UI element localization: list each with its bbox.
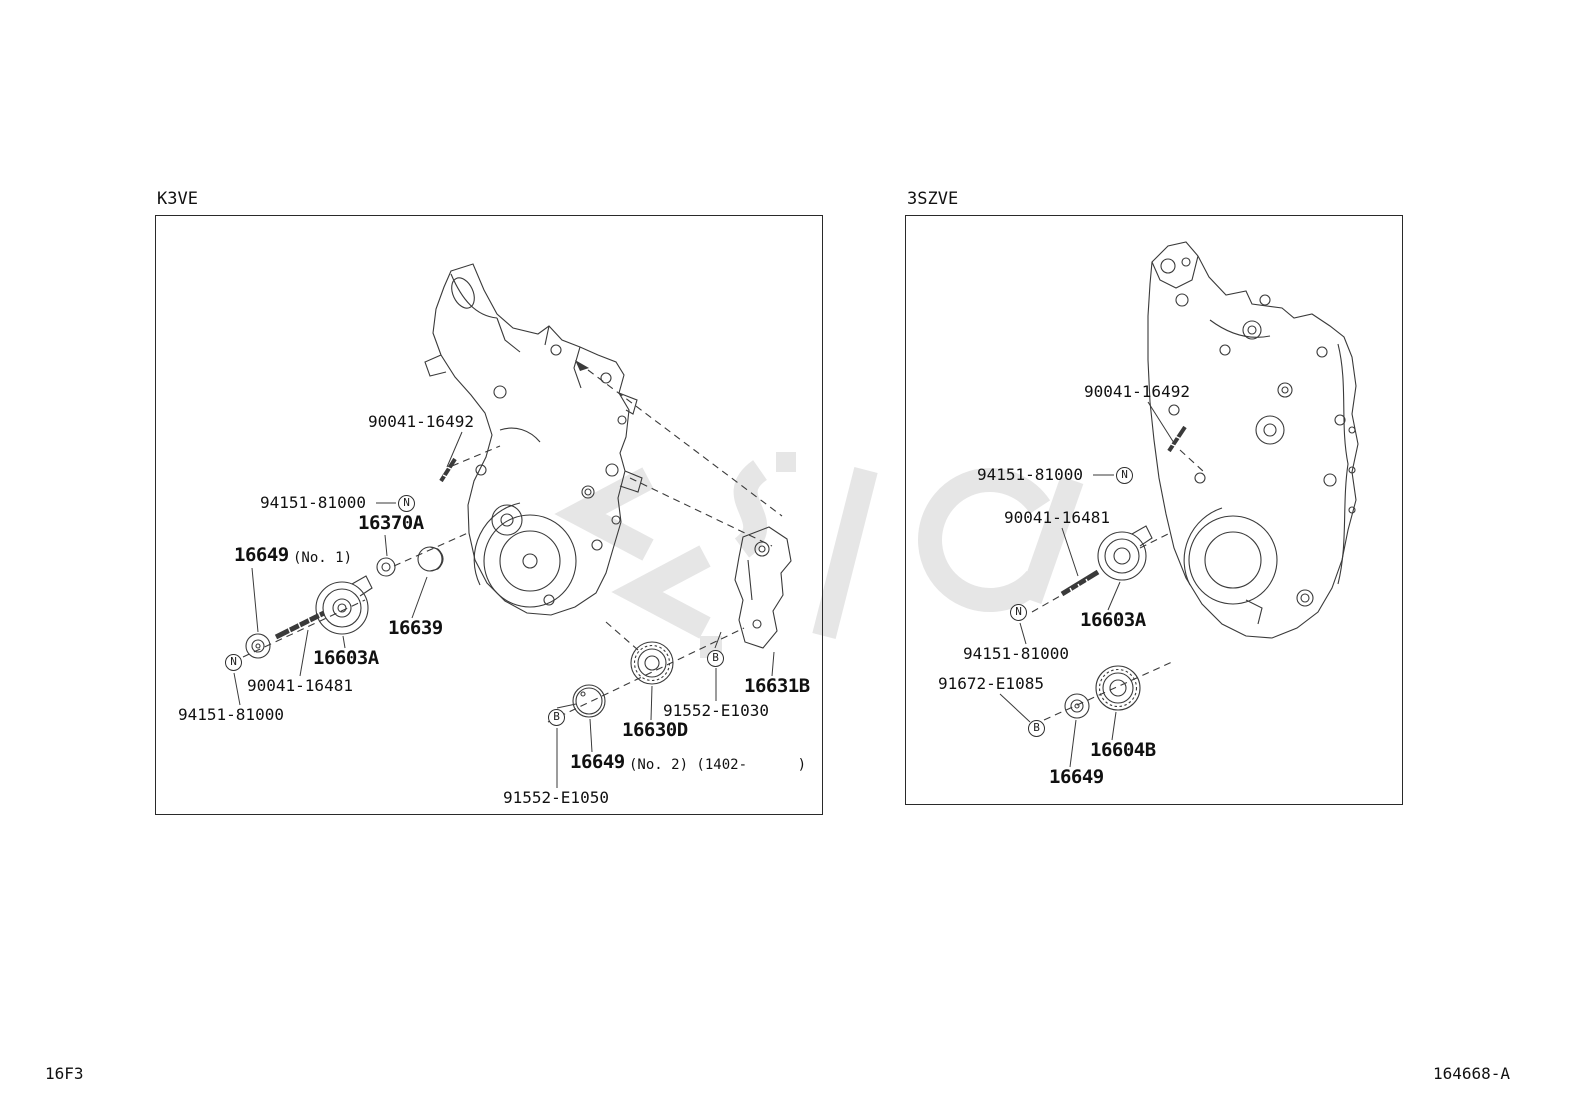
k3ve-part-16649-no2-suffix: (No. 2) (1402- ) bbox=[629, 757, 807, 773]
k3ve-nut-marker-n2: N bbox=[225, 654, 242, 671]
k3ve-part-16603A: 16603A bbox=[313, 647, 379, 669]
3szve-part-16649: 16649 bbox=[1049, 766, 1104, 788]
k3ve-part-16639: 16639 bbox=[388, 617, 443, 639]
k3ve-engine-drawing bbox=[245, 263, 792, 718]
3szve-nut-marker-n1: N bbox=[1116, 467, 1133, 484]
3szve-nut-marker-n2: N bbox=[1010, 604, 1027, 621]
k3ve-part-94151-81000-bottom: 94151-81000 bbox=[178, 705, 284, 724]
3szve-engine-drawing bbox=[1060, 241, 1359, 719]
3szve-part-16604B: 16604B bbox=[1090, 739, 1156, 761]
3szve-part-90041-16481: 90041-16481 bbox=[1004, 508, 1110, 527]
k3ve-part-16630D: 16630D bbox=[622, 719, 688, 741]
3szve-part-94151-81000-bottom: 94151-81000 bbox=[963, 644, 1069, 663]
3szve-part-16603A: 16603A bbox=[1080, 609, 1146, 631]
k3ve-nut-marker-n1: N bbox=[398, 495, 415, 512]
k3ve-part-16649-no1: 16649 bbox=[234, 544, 289, 566]
k3ve-part-91552-E1050: 91552-E1050 bbox=[503, 788, 609, 807]
panel-title-3szve: 3SZVE bbox=[907, 189, 959, 209]
k3ve-bolt-marker-b1: B bbox=[707, 650, 724, 667]
k3ve-part-91552-E1030: 91552-E1030 bbox=[663, 701, 769, 720]
k3ve-part-16370A: 16370A bbox=[358, 512, 424, 534]
watermark-logo bbox=[554, 452, 1084, 658]
k3ve-part-90041-16492: 90041-16492 bbox=[368, 412, 474, 431]
k3ve-bolt-marker-b2: B bbox=[548, 709, 565, 726]
3szve-bolt-marker-b1: B bbox=[1028, 720, 1045, 737]
page-code: 16F3 bbox=[45, 1064, 84, 1083]
k3ve-part-90041-16481: 90041-16481 bbox=[247, 676, 353, 695]
k3ve-panel-border bbox=[155, 215, 823, 815]
3szve-part-94151-81000-top: 94151-81000 bbox=[977, 465, 1083, 484]
k3ve-part-16649-no2: 16649 bbox=[570, 751, 625, 773]
3szve-part-90041-16492: 90041-16492 bbox=[1084, 382, 1190, 401]
figure-number: 164668-A bbox=[1433, 1064, 1511, 1083]
3szve-part-91672-E1085: 91672-E1085 bbox=[938, 674, 1044, 693]
k3ve-part-94151-81000-top: 94151-81000 bbox=[260, 493, 366, 512]
k3ve-part-16649-no1-suffix: (No. 1) bbox=[293, 550, 353, 566]
panel-title-k3ve: K3VE bbox=[157, 189, 198, 209]
leader-lines bbox=[233, 401, 1175, 788]
3szve-panel-border bbox=[905, 215, 1403, 805]
k3ve-part-16631B: 16631B bbox=[744, 675, 810, 697]
